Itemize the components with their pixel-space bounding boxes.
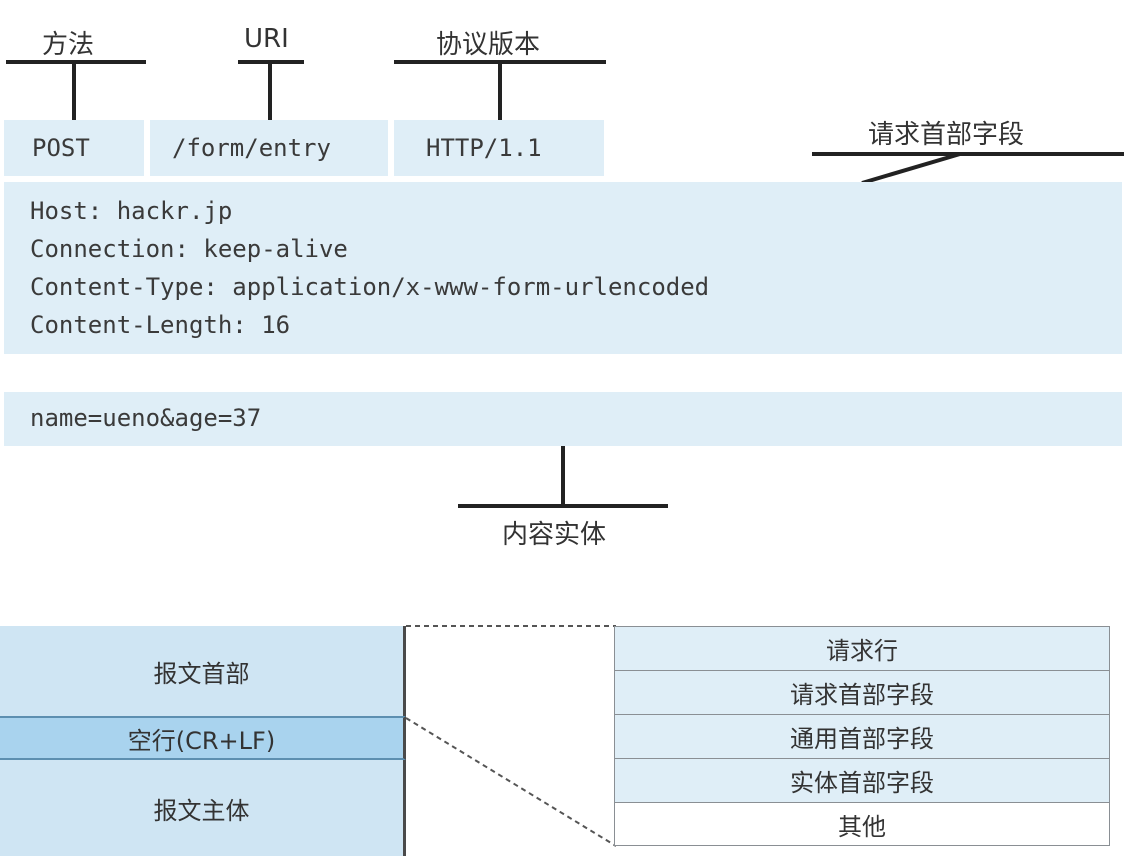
- method-label: 方法: [42, 30, 95, 60]
- connector-lines: [405, 625, 617, 847]
- request-header-bracket: [812, 152, 1124, 156]
- message-body-box: 报文主体: [0, 760, 406, 856]
- version-value: HTTP/1.1: [426, 134, 542, 162]
- entity-label: 内容实体: [502, 520, 607, 550]
- message-header-label: 报文首部: [153, 659, 250, 688]
- header-line: Connection: keep-alive: [30, 235, 348, 263]
- method-value: POST: [32, 134, 90, 162]
- message-body-label: 报文主体: [153, 796, 250, 825]
- uri-cell: /form/entry: [150, 120, 388, 176]
- method-cell: POST: [4, 120, 144, 176]
- blank-line-box: 空行(CR+LF): [0, 716, 406, 760]
- body-value: name=ueno&age=37: [30, 404, 262, 432]
- entity-pointer: [561, 446, 565, 508]
- version-label: 协议版本: [436, 30, 541, 60]
- header-line: Content-Type: application/x-www-form-url…: [30, 273, 710, 301]
- general-header-label: 通用首部字段: [790, 725, 934, 753]
- request-header-label: 请求首部字段: [868, 120, 1025, 150]
- body-block: name=ueno&age=37: [4, 392, 1122, 446]
- version-cell: HTTP/1.1: [394, 120, 604, 176]
- blank-line-label: 空行(CR+LF): [127, 726, 276, 755]
- request-header-pointer: [861, 152, 961, 185]
- request-line-row: 请求行: [614, 626, 1110, 670]
- entity-bracket: [458, 504, 668, 508]
- message-header-box: 报文首部: [0, 626, 406, 716]
- request-line-label: 请求行: [826, 637, 898, 665]
- uri-pointer: [268, 62, 272, 120]
- other-row: 其他: [614, 802, 1110, 846]
- entity-header-label: 实体首部字段: [790, 769, 934, 797]
- general-header-row: 通用首部字段: [614, 714, 1110, 758]
- version-pointer: [498, 62, 502, 120]
- header-block: Host: hackr.jp Connection: keep-alive Co…: [4, 182, 1122, 354]
- uri-value: /form/entry: [172, 134, 331, 162]
- header-line: Content-Length: 16: [30, 311, 291, 339]
- uri-label: URI: [244, 24, 289, 54]
- request-header-row-label: 请求首部字段: [790, 681, 934, 709]
- other-label: 其他: [838, 812, 886, 841]
- request-header-row: 请求首部字段: [614, 670, 1110, 714]
- entity-header-row: 实体首部字段: [614, 758, 1110, 802]
- method-bracket: [6, 60, 146, 64]
- message-header-detail: 请求行 请求首部字段 通用首部字段 实体首部字段 其他: [614, 626, 1110, 846]
- method-pointer: [72, 62, 76, 120]
- header-line: Host: hackr.jp: [30, 197, 233, 225]
